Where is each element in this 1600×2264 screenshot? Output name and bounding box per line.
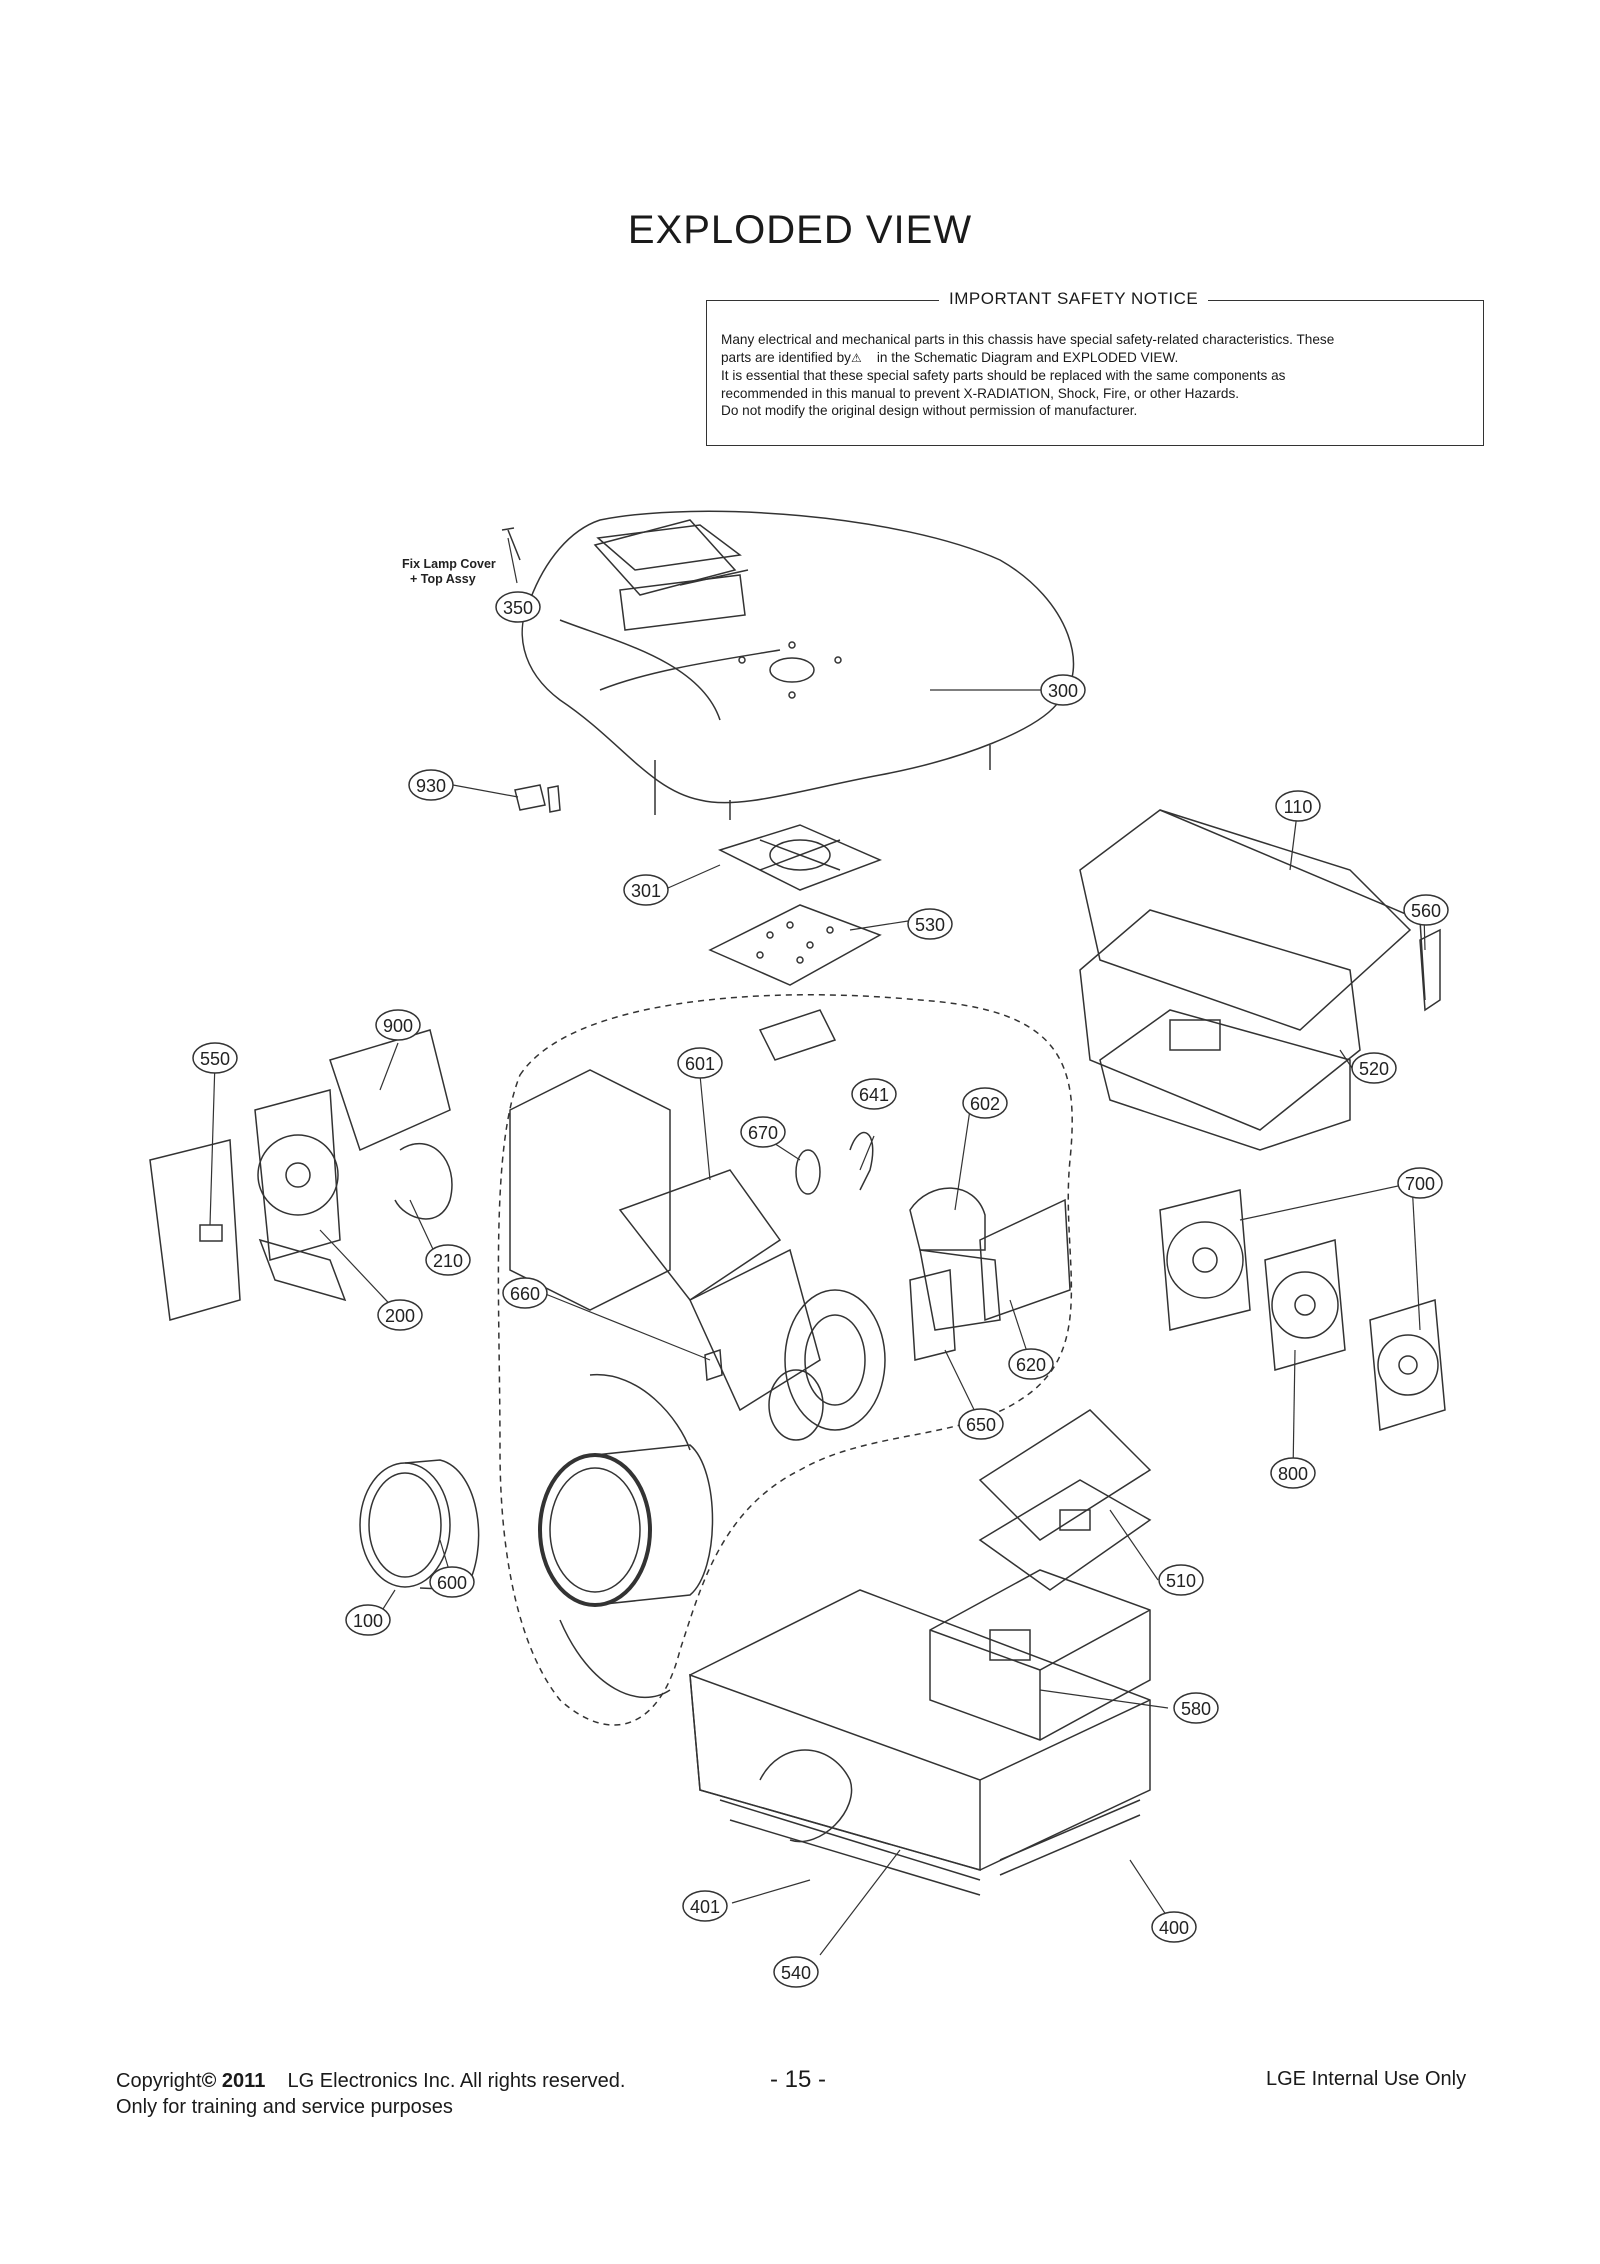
copyright-year: 2011 [221, 2070, 266, 2092]
callout-641-circle [851, 1078, 897, 1110]
callout-520-circle [1351, 1052, 1397, 1084]
callout-650-circle [958, 1408, 1004, 1440]
main-board-assembly-part [1079, 809, 1441, 1151]
footer-line-1: Copyright© 2011 LG Electronics Inc. All … [116, 2068, 625, 2094]
callout-520-label: 520 [1359, 1059, 1389, 1079]
callout-660-circle [502, 1277, 548, 1309]
callout-560-label: 560 [1411, 901, 1441, 921]
callout-110-label: 110 [1284, 797, 1313, 817]
callout-401-label: 401 [690, 1897, 720, 1917]
screw-part [501, 527, 521, 561]
callout-350-circle [495, 591, 541, 623]
callout-400-label: 400 [1159, 1918, 1189, 1938]
callout-210-label: 210 [433, 1251, 463, 1271]
lamp-cover-note-line-1: Fix Lamp Cover [402, 557, 496, 571]
power-board-part [978, 1409, 1152, 1591]
footer-copyright: Copyright© 2011 LG Electronics Inc. All … [116, 2068, 625, 2120]
copyright-word: Copyright [116, 2070, 202, 2092]
callout-900-circle [375, 1009, 421, 1041]
callout-700-label: 700 [1405, 1174, 1435, 1194]
page-title: EXPLODED VIEW [627, 208, 973, 252]
notice-line-5: Do not modify the original design withou… [721, 403, 1138, 418]
callout-200-label: 200 [385, 1306, 415, 1326]
notice-line-1: Many electrical and mechanical parts in … [721, 332, 1335, 347]
callout-530-label: 530 [915, 915, 945, 935]
callout-300-label: 300 [1048, 681, 1078, 701]
callout-670-label: 670 [748, 1123, 778, 1143]
callout-600-circle [429, 1566, 475, 1598]
callout-200-circle [377, 1299, 423, 1331]
safety-notice-title: IMPORTANT SAFETY NOTICE [939, 289, 1209, 309]
callout-620-circle [1008, 1348, 1054, 1380]
callout-900-label: 900 [383, 1016, 413, 1036]
callout-670-circle [740, 1116, 786, 1148]
callout-540-label: 540 [781, 1963, 811, 1983]
lamp-driver-board-part [708, 904, 882, 986]
callout-301-label: 301 [631, 881, 661, 901]
callout-550-circle [192, 1042, 238, 1074]
safety-notice-body: Many electrical and mechanical parts in … [721, 331, 1521, 420]
callout-800-circle [1270, 1457, 1316, 1489]
callout-800-label: 800 [1278, 1464, 1308, 1484]
leader-lines [209, 537, 1426, 1956]
callout-100-circle [345, 1604, 391, 1636]
callout-660-label: 660 [510, 1284, 540, 1304]
callout-560-circle [1403, 894, 1449, 926]
page-number: - 15 - [770, 2066, 827, 2093]
callout-400-circle [1151, 1911, 1197, 1943]
optical-engine-parts [509, 1009, 1071, 1441]
callout-210-circle [425, 1244, 471, 1276]
footer-internal-use: LGE Internal Use Only [1266, 2068, 1467, 2090]
callout-301-circle [623, 874, 669, 906]
notice-line-2a: parts are identified by [721, 349, 851, 365]
callout-600-label: 600 [437, 1573, 467, 1593]
ballast-part [929, 1569, 1151, 1741]
left-fan-assembly-part [149, 1029, 453, 1321]
callout-100-label: 100 [353, 1611, 383, 1631]
callout-580-label: 580 [1181, 1699, 1211, 1719]
callout-930-circle [408, 769, 454, 801]
callout-540-circle [773, 1956, 819, 1988]
callout-700-circle [1397, 1167, 1443, 1199]
callout-300-circle [1040, 674, 1086, 706]
lamp-holder-plate-part [718, 824, 882, 891]
callout-601-label: 601 [685, 1054, 715, 1074]
callout-510-circle [1158, 1564, 1204, 1596]
warning-triangle-icon: ⚠ [850, 350, 862, 365]
callout-510-label: 510 [1166, 1571, 1196, 1591]
callout-620-label: 620 [1016, 1355, 1046, 1375]
copyright-company: LG Electronics Inc. All rights reserved. [287, 2070, 626, 2092]
projection-lens-part [538, 1374, 714, 1699]
callout-110-circle [1275, 790, 1321, 822]
copyright-symbol: © [201, 2070, 217, 2092]
callout-601-circle [677, 1047, 723, 1079]
notice-line-3: It is essential that these special safet… [721, 368, 1286, 383]
callout-401-circle [682, 1890, 728, 1922]
callout-930-label: 930 [416, 776, 446, 796]
callout-550-label: 550 [200, 1049, 230, 1069]
right-fans-part [1159, 1189, 1446, 1431]
notice-line-4: recommended in this manual to prevent X-… [721, 385, 1240, 401]
footer-line-2: Only for training and service purposes [116, 2096, 453, 2118]
optical-engine-boundary [497, 994, 1073, 1726]
callout-530-circle [907, 908, 953, 940]
callout-602-circle [962, 1087, 1008, 1119]
callout-580-circle [1173, 1692, 1219, 1724]
callout-650-label: 650 [966, 1415, 996, 1435]
callout-641-label: 641 [859, 1085, 889, 1105]
lamp-cover-note-line-2: + Top Assy [410, 572, 476, 586]
lamp-door-part [593, 519, 749, 596]
callout-350-label: 350 [503, 598, 533, 618]
safety-notice-box: IMPORTANT SAFETY NOTICE Many electrical … [706, 289, 1484, 446]
bottom-case-part [689, 1589, 1151, 1896]
top-cover-part [521, 510, 1075, 820]
notice-line-2b: in the Schematic Diagram and EXPLODED VI… [876, 349, 1179, 365]
notice-line-2: parts are identified by⚠ in the Schemati… [721, 349, 1521, 368]
callout-602-label: 602 [970, 1094, 1000, 1114]
bracket-part [514, 784, 561, 813]
